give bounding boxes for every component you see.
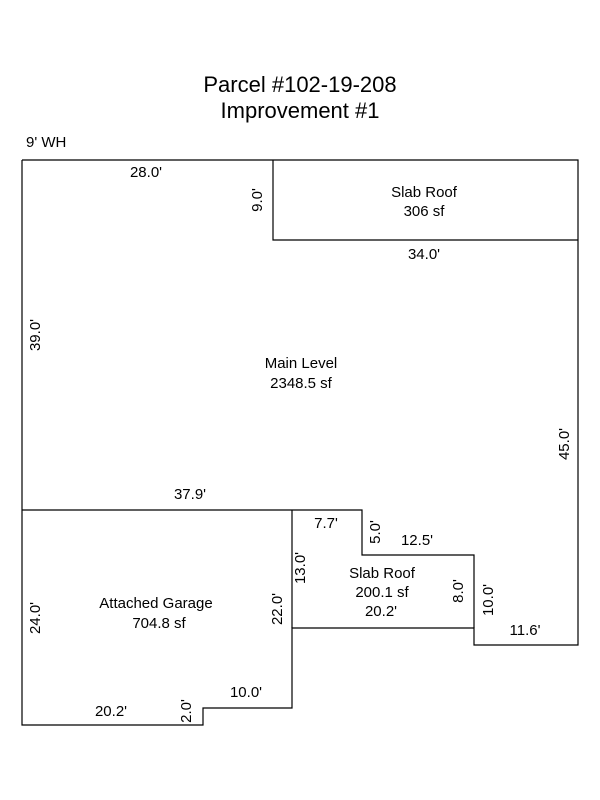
- slab-roof-bottom-name: Slab Roof: [349, 565, 416, 582]
- garage-size: 704.8 sf: [132, 615, 186, 632]
- dim-garage-bottom: 20.2': [95, 703, 127, 720]
- main-level-name: Main Level: [265, 355, 338, 372]
- dim-garage-left: 24.0': [27, 602, 44, 634]
- parcel-title: Parcel #102-19-208: [203, 72, 397, 97]
- main-level-bottom-line: [22, 509, 475, 628]
- dim-right-lower: 10.0': [480, 584, 497, 616]
- dim-garage-top-step: 10.0': [230, 684, 262, 701]
- dim-top-left: 28.0': [130, 164, 162, 181]
- dim-right-height: 45.0': [556, 428, 573, 460]
- dim-bottom-slab-left: 13.0': [292, 552, 309, 584]
- dim-main-bottom: 37.9': [174, 486, 206, 503]
- dim-slab-top-width: 34.0': [408, 246, 440, 263]
- dim-left-height: 39.0': [27, 319, 44, 351]
- dim-bottom-slab-right: 8.0': [450, 579, 467, 603]
- garage-name: Attached Garage: [99, 595, 212, 612]
- dim-garage-step: 2.0': [178, 699, 195, 723]
- dim-right-bottom: 11.6': [510, 622, 541, 639]
- wall-height-note: 9' WH: [26, 134, 67, 151]
- dim-notch-height: 5.0': [367, 520, 384, 544]
- dim-step-width: 12.5': [401, 532, 433, 549]
- dim-garage-right: 22.0': [269, 593, 286, 625]
- slab-roof-top-size: 306 sf: [404, 203, 446, 220]
- slab-roof-top-name: Slab Roof: [391, 184, 458, 201]
- improvement-title: Improvement #1: [220, 98, 380, 123]
- main-level-size: 2348.5 sf: [270, 375, 333, 392]
- slab-roof-bottom-extra: 20.2': [365, 603, 397, 620]
- dim-slab-top-height: 9.0': [249, 188, 266, 212]
- slab-roof-bottom-size: 200.1 sf: [355, 584, 409, 601]
- slab-roof-top-outline: [272, 160, 578, 241]
- dim-notch-width: 7.7': [314, 515, 338, 532]
- outer-outline: [21, 159, 579, 726]
